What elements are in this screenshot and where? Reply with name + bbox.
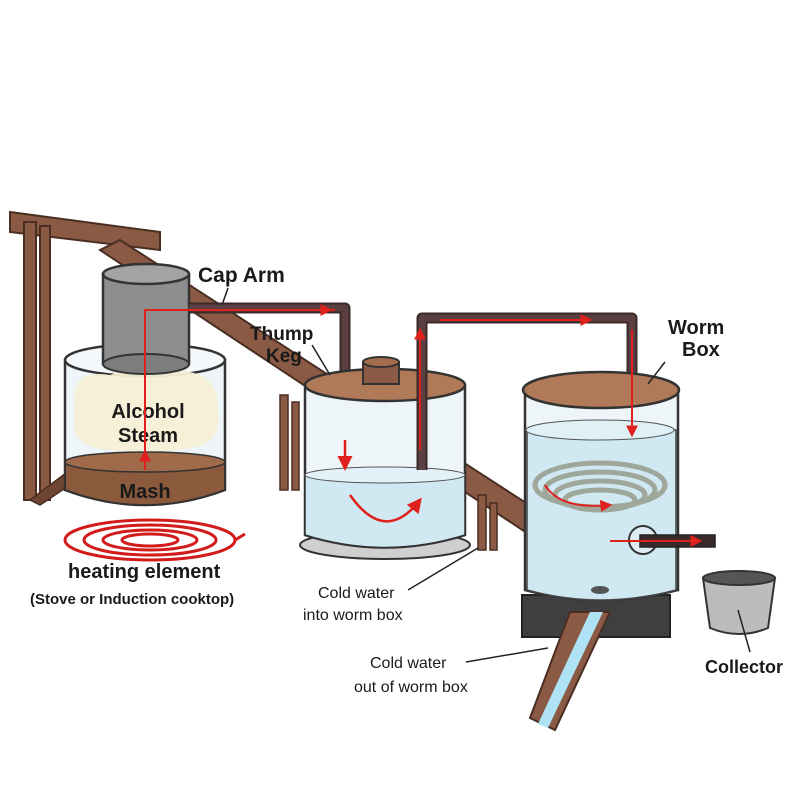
thump-keg	[299, 356, 471, 560]
cold-water-out-label-line2: out of worm box	[354, 679, 468, 696]
worm-box	[521, 370, 716, 638]
cold-water-in-label-line1: Cold water	[318, 585, 395, 602]
alcohol-steam-label-line1: Alcohol	[111, 401, 184, 423]
cold-water-out-leader	[465, 647, 549, 663]
heating-element-label: heating element	[68, 561, 221, 583]
heating-element-note: (Stove or Induction cooktop)	[30, 591, 234, 608]
thump-keg-leader	[311, 344, 331, 376]
worm-box-label-line2: Box	[682, 339, 720, 361]
worm-box-leader	[647, 361, 666, 385]
collector-leader	[737, 609, 751, 653]
heating-coil	[63, 518, 246, 562]
cold-water-out-label-line1: Cold water	[370, 655, 447, 672]
cold-water-drain-pipe	[528, 611, 612, 732]
thump-keg-flow-arrows	[337, 440, 422, 523]
worm-box-label-line1: Worm	[668, 317, 724, 339]
alcohol-steam-label-line2: Steam	[118, 425, 178, 447]
collector-label: Collector	[705, 657, 783, 677]
cap-arm-label: Cap Arm	[198, 264, 285, 287]
thump-keg-label-line2: Keg	[266, 346, 302, 367]
cold-water-in-label-line2: into worm box	[303, 607, 403, 624]
thump-keg-label-line1: Thump	[250, 324, 313, 345]
cap-arm-leader	[221, 287, 229, 306]
cold-water-in-leader	[407, 547, 479, 591]
collector	[701, 570, 777, 635]
vapor-flow-arrows	[139, 304, 703, 547]
mash-label: Mash	[119, 481, 170, 503]
